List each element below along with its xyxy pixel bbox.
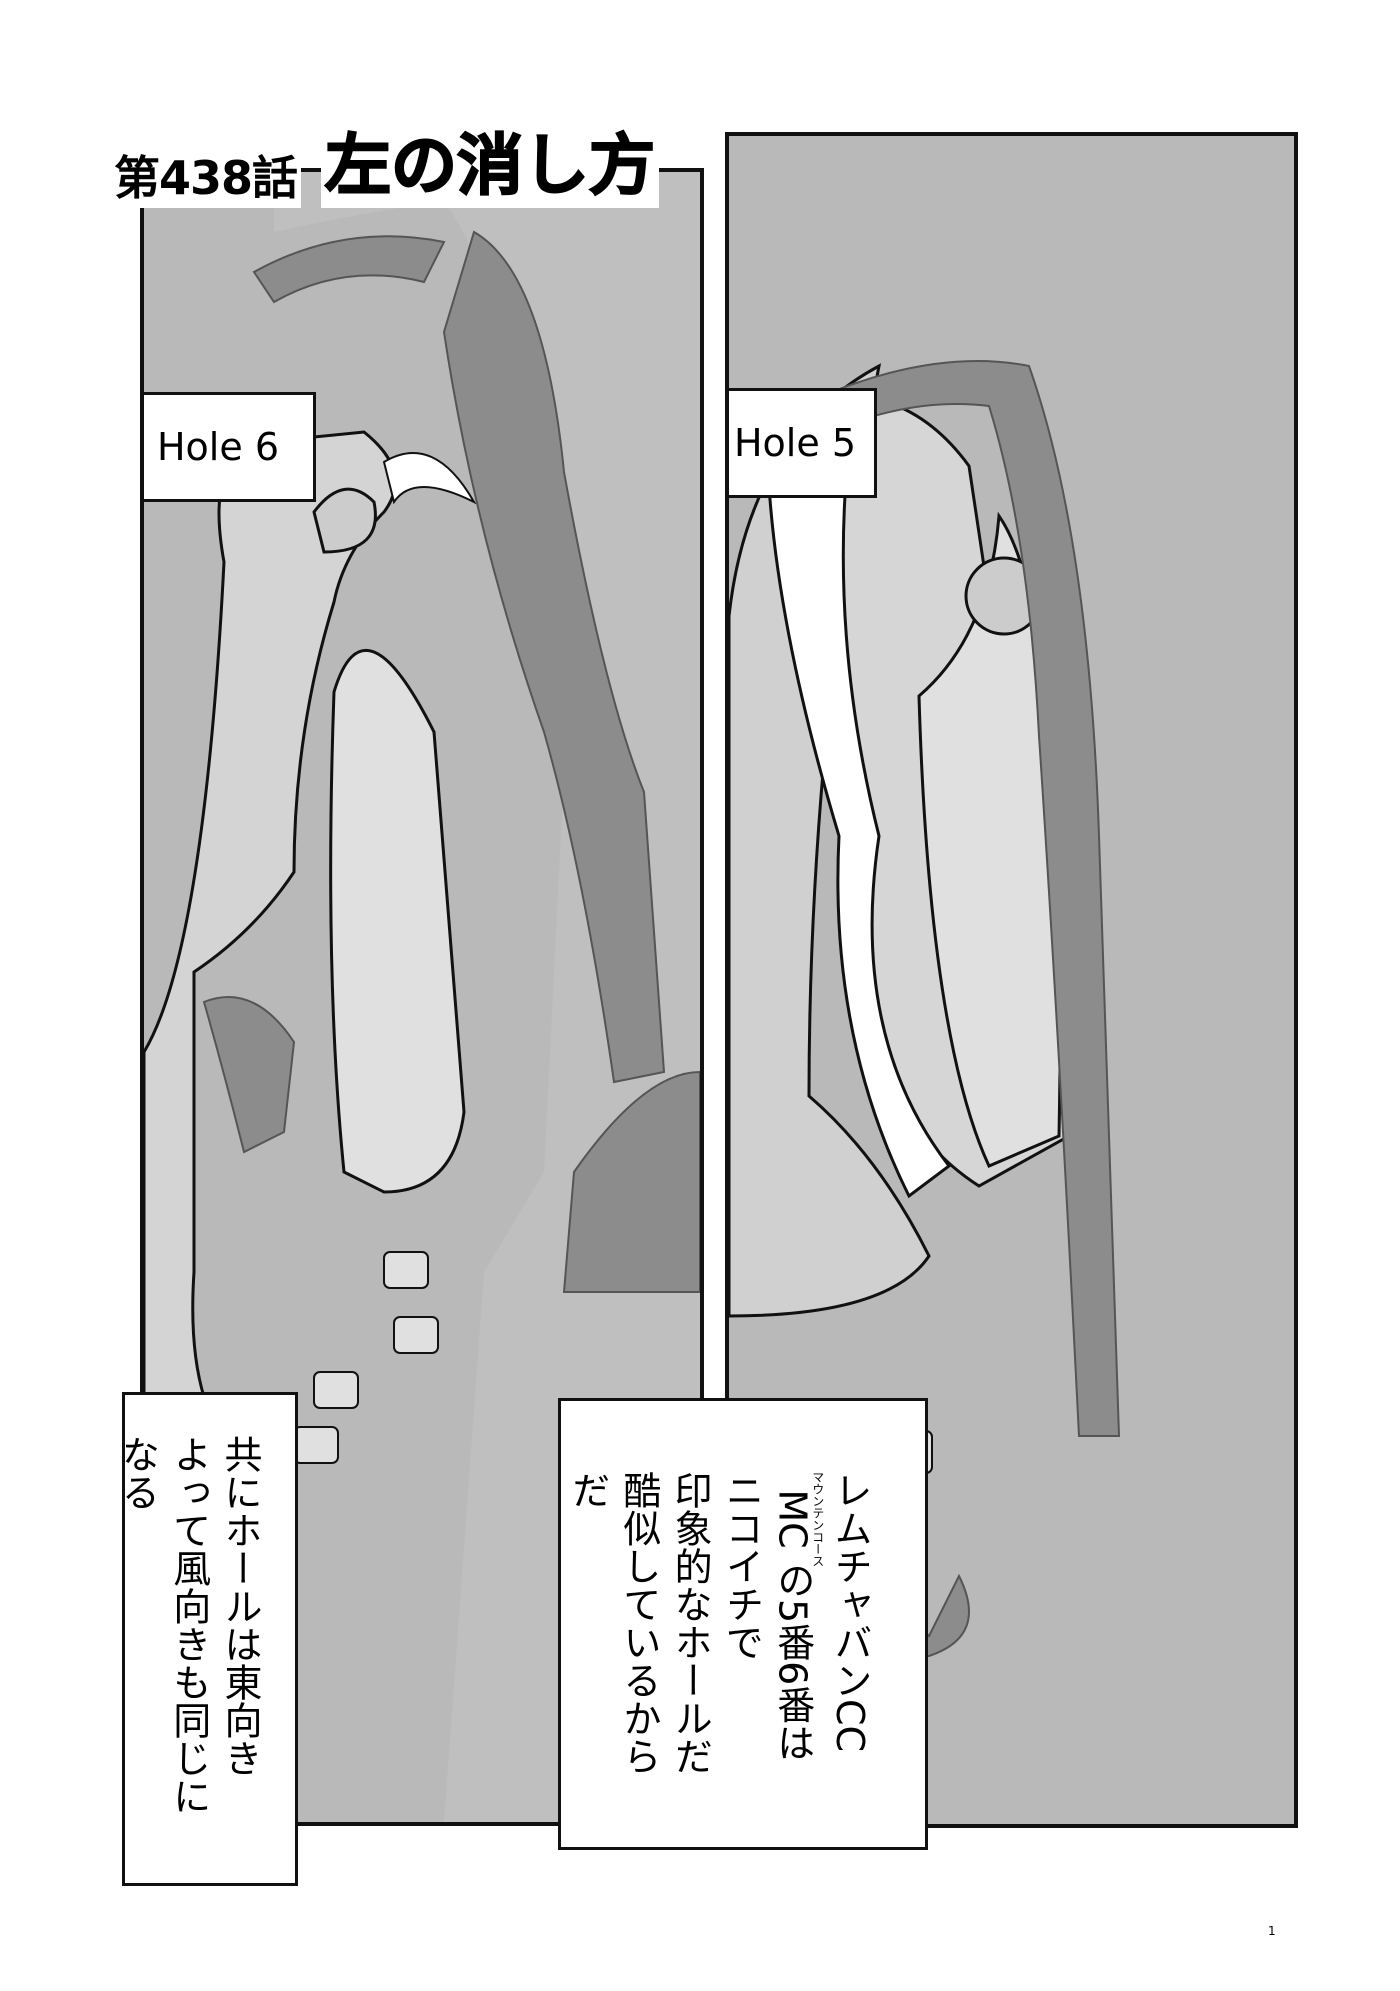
furigana: マウンテンコース xyxy=(810,1471,825,1567)
tee-box xyxy=(293,1426,339,1464)
caption-text: の5番6番は xyxy=(770,1560,815,1762)
ruby-base: MC xyxy=(770,1471,815,1567)
chapter-title: 第438話 左の消し方 xyxy=(110,112,660,208)
caption-line: よって風向きも同じになる xyxy=(115,1435,211,1815)
fairway xyxy=(329,648,466,1194)
episode-name: 左の消し方 xyxy=(321,112,660,208)
bunker xyxy=(382,452,477,505)
rough-trees xyxy=(202,996,296,1154)
tee-box xyxy=(313,1371,359,1409)
caption-line: ニコイチで xyxy=(719,1471,764,1661)
caption-line: MCマウンテンコースの5番6番は xyxy=(766,1471,825,1777)
rough-trees xyxy=(442,230,666,1084)
tee-box xyxy=(393,1316,439,1354)
hole-5-label: Hole 5 xyxy=(729,388,877,498)
caption-left: 共にホールは東向き よって風向きも同じになる xyxy=(115,1392,298,1886)
caption-line: 印象的なホールだ xyxy=(668,1471,713,1775)
rough-trees xyxy=(252,235,446,304)
green xyxy=(312,487,377,554)
hole-6-label: Hole 6 xyxy=(144,392,316,502)
caption-line: レムチャバンCC xyxy=(828,1471,872,1753)
caption-line: 酷似しているからだ xyxy=(565,1471,661,1775)
page-number: 1 xyxy=(1268,1924,1276,1938)
caption-line: 共にホールは東向き xyxy=(218,1435,262,1777)
caption-center: レムチャバンCC MCマウンテンコースの5番6番は ニコイチで 印象的なホールだ… xyxy=(558,1398,928,1850)
hole-5-map xyxy=(729,360,1121,1658)
episode-number: 第438話 xyxy=(110,142,302,208)
rough-trees xyxy=(797,360,1121,1437)
tee-box xyxy=(383,1251,429,1289)
rough-trees xyxy=(562,1070,700,1293)
